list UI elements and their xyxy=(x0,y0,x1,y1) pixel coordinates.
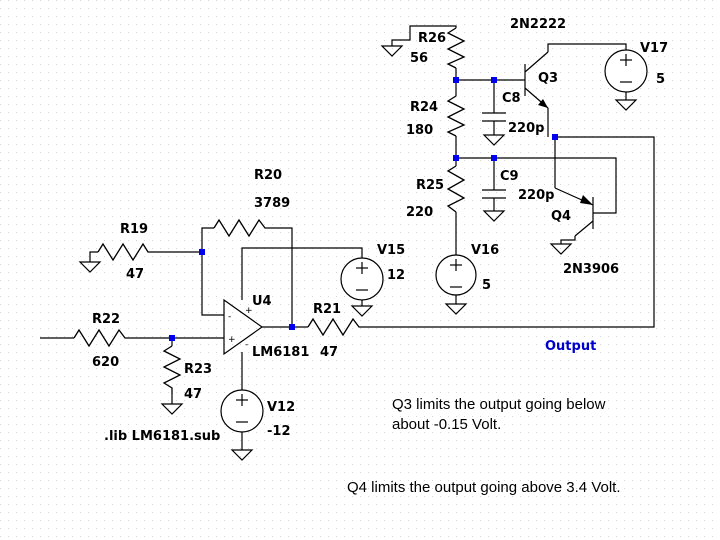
resistor-r21[interactable] xyxy=(307,317,364,337)
v12-ref: V12 xyxy=(267,400,295,415)
opamp-vminus-pin-label: - xyxy=(245,340,248,350)
c9-ref: C9 xyxy=(500,169,519,184)
ground-icon xyxy=(380,45,404,57)
ground-icon xyxy=(549,243,573,255)
r24-value: 180 xyxy=(406,123,433,138)
junction-dot xyxy=(491,77,497,83)
v15-ref: V15 xyxy=(377,243,405,258)
r21-ref: R21 xyxy=(313,302,341,317)
resistor-r19[interactable] xyxy=(97,242,152,262)
capacitor-c9[interactable] xyxy=(482,189,506,199)
q4-emitter-arrow-icon xyxy=(580,195,593,205)
opamp-minus-pin-label: - xyxy=(228,312,231,322)
u4-model: LM6181 xyxy=(252,345,309,360)
capacitor-c8[interactable] xyxy=(482,112,506,122)
r26-ref: R26 xyxy=(418,31,446,46)
junction-dot xyxy=(453,77,459,83)
voltage-source-v16[interactable] xyxy=(435,254,477,296)
r19-ref: R19 xyxy=(120,222,148,237)
opamp-plus-pin-label: + xyxy=(228,335,236,345)
r20-value: 3789 xyxy=(254,196,290,211)
note-q3-line2: about -0.15 Volt. xyxy=(392,416,501,433)
c9-value: 220p xyxy=(518,188,554,203)
q3-model: 2N2222 xyxy=(510,17,566,32)
r25-ref: R25 xyxy=(416,178,444,193)
voltage-source-v12[interactable] xyxy=(220,389,264,433)
transistor-q4[interactable] xyxy=(554,187,594,237)
c8-value: 220p xyxy=(508,121,544,136)
output-net-label: Output xyxy=(545,339,596,354)
v16-ref: V16 xyxy=(471,243,499,258)
r20-ref: R20 xyxy=(254,168,282,183)
resistor-r24[interactable] xyxy=(446,95,466,137)
resistor-r23[interactable] xyxy=(162,345,182,394)
c8-ref: C8 xyxy=(502,91,521,106)
v15-value: 12 xyxy=(387,268,405,283)
resistor-r20[interactable] xyxy=(213,218,270,238)
v16-value: 5 xyxy=(482,278,491,293)
opamp-u4[interactable]: - + + - xyxy=(223,298,264,356)
r22-ref: R22 xyxy=(92,312,120,327)
note-q3-line1: Q3 limits the output going below xyxy=(392,396,606,413)
r22-value: 620 xyxy=(92,355,119,370)
voltage-source-v17[interactable] xyxy=(604,49,648,93)
spice-lib-directive: .lib LM6181.sub xyxy=(104,429,220,444)
component-labels: R19 47 R20 3789 R21 47 R22 620 R23 47 R2… xyxy=(92,17,668,439)
junction-dot xyxy=(199,249,205,255)
q4-ref: Q4 xyxy=(551,209,571,224)
transistor-q3[interactable] xyxy=(524,51,549,109)
ground-icon xyxy=(444,303,468,315)
q3-ref: Q3 xyxy=(538,71,558,86)
r25-value: 220 xyxy=(406,205,433,220)
u4-ref: U4 xyxy=(252,294,272,309)
resistor-r22[interactable] xyxy=(73,328,130,348)
ground-symbols xyxy=(78,45,638,461)
r19-value: 47 xyxy=(126,267,144,282)
ground-icon xyxy=(230,449,254,461)
r21-value: 47 xyxy=(320,345,338,360)
wires xyxy=(40,25,655,450)
resistor-r25[interactable] xyxy=(446,165,466,213)
v17-value: 5 xyxy=(656,72,665,87)
junction-dot xyxy=(289,324,295,330)
q4-model: 2N3906 xyxy=(563,262,619,277)
ground-icon xyxy=(482,210,506,222)
r24-ref: R24 xyxy=(410,100,438,115)
junction-dot xyxy=(169,335,175,341)
ground-icon xyxy=(614,99,638,111)
junction-dot xyxy=(552,134,558,140)
junction-dot xyxy=(491,155,497,161)
resistor-r26[interactable] xyxy=(446,27,466,69)
junction-dot xyxy=(453,155,459,161)
r23-ref: R23 xyxy=(184,362,212,377)
r26-value: 56 xyxy=(410,51,428,66)
junctions xyxy=(169,77,558,341)
ground-icon xyxy=(78,261,102,273)
ground-icon xyxy=(160,403,184,415)
v12-value: -12 xyxy=(267,424,291,439)
q3-emitter-arrow-icon xyxy=(538,99,548,108)
ground-icon xyxy=(350,305,374,317)
r23-value: 47 xyxy=(184,387,202,402)
ground-icon xyxy=(482,134,506,146)
note-q4: Q4 limits the output going above 3.4 Vol… xyxy=(347,479,621,496)
v17-ref: V17 xyxy=(640,41,668,56)
opamp-vplus-pin-label: + xyxy=(245,306,253,316)
voltage-source-v15[interactable] xyxy=(340,257,384,301)
